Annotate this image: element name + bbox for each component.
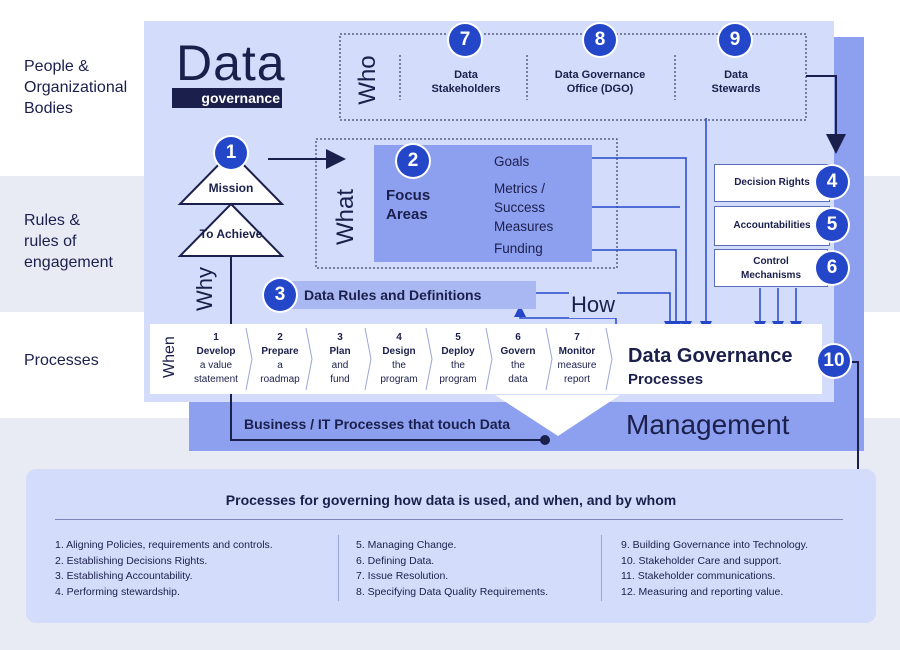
to-achieve-label: To Achieve xyxy=(199,227,263,241)
step-1-desc: a value statement xyxy=(194,360,238,385)
list-item: 11. Stakeholder communications. xyxy=(621,570,776,582)
decision-rights-box: Decision Rights xyxy=(714,164,830,202)
step-3-number: 3 xyxy=(337,332,343,343)
bottom-title: Processes for governing how data is used… xyxy=(225,492,677,508)
list-item: 4. Performing stewardship. xyxy=(55,585,180,598)
col-divider-2 xyxy=(601,535,602,601)
accountabilities-box: Accountabilities xyxy=(714,206,830,246)
list-item: 9. Building Governance into Technology. xyxy=(621,539,808,551)
step-2-desc: a roadmap xyxy=(260,360,300,385)
business-it-label: Business / IT Processes that touch Data xyxy=(244,416,511,432)
step-5-number: 5 xyxy=(455,332,461,343)
dg-processes-circle: 10 xyxy=(818,345,850,377)
step-1: 1 Develop a value statement xyxy=(188,331,244,387)
step-1-number: 1 xyxy=(213,332,219,343)
when-label: When xyxy=(161,336,178,378)
step-6: 6 Govern the data xyxy=(490,331,546,387)
list-item: 2. Establishing Decisions Rights. xyxy=(55,554,208,567)
step-4: 4 Design the program xyxy=(371,331,427,387)
step-chevrons xyxy=(245,327,613,391)
step-3: 3 Plan and fund xyxy=(312,331,368,387)
data-rules-bar xyxy=(268,281,536,309)
step-7: 7 Monitor measure report xyxy=(549,331,605,387)
data-rules-label: Data Rules and Definitions xyxy=(304,287,482,303)
control-mechanisms-box: Control Mechanisms xyxy=(714,249,828,287)
step-3-title: Plan xyxy=(329,346,351,357)
bottom-col-1: 1. Aligning Policies, requirements and c… xyxy=(55,538,273,600)
list-item: 10. Stakeholder Care and support. xyxy=(621,554,782,567)
accountabilities-circle: 5 xyxy=(816,209,848,241)
step-4-title: Design xyxy=(382,346,416,357)
management-inner xyxy=(189,402,834,451)
row-label-processes: Processes xyxy=(24,352,99,369)
who-dgo: Data Governance Office (DGO) xyxy=(554,69,646,95)
focus-funding: Funding xyxy=(494,241,543,256)
step-7-number: 7 xyxy=(574,332,580,343)
who-9-circle: 9 xyxy=(719,24,751,56)
who-label: Who xyxy=(354,55,381,105)
list-item: 8. Specifying Data Quality Requirements. xyxy=(356,585,549,598)
why-label: Why xyxy=(192,267,217,311)
step-7-desc: measure report xyxy=(557,360,597,385)
step-5: 5 Deploy the program xyxy=(430,331,486,387)
management-label: Management xyxy=(626,409,790,440)
data-rules-circle: 3 xyxy=(264,279,296,311)
list-item: 12. Measuring and reporting value. xyxy=(621,585,784,598)
process-strip xyxy=(150,324,822,394)
logo-word: Data xyxy=(176,35,286,91)
focus-metrics: Metrics / Success Measures xyxy=(494,181,554,234)
dg-processes-subtitle: Processes xyxy=(628,371,704,388)
who-7-circle: 7 xyxy=(449,24,481,56)
step-7-title: Monitor xyxy=(558,346,596,357)
dg-processes-title: Data Governance xyxy=(628,345,793,367)
step-4-desc: the program xyxy=(380,360,418,385)
step-2: 2 Prepare a roadmap xyxy=(252,331,308,387)
who-stewards: Data Stewards xyxy=(711,69,761,95)
focus-goals: Goals xyxy=(494,154,530,169)
step-2-number: 2 xyxy=(277,332,283,343)
list-item: 6. Defining Data. xyxy=(356,554,435,567)
list-item: 7. Issue Resolution. xyxy=(356,570,449,582)
decision-rights-circle: 4 xyxy=(816,166,848,198)
step-3-desc: and fund xyxy=(330,360,350,385)
step-4-number: 4 xyxy=(396,332,402,343)
bottom-col-2: 5. Managing Change. 6. Defining Data. 7.… xyxy=(356,538,548,600)
how-label: How xyxy=(569,292,618,318)
step-6-number: 6 xyxy=(515,332,521,343)
step-5-desc: the program xyxy=(439,360,477,385)
row-label-rules: Rules & rules of engagement xyxy=(24,212,113,271)
list-item: 1. Aligning Policies, requirements and c… xyxy=(55,539,273,551)
logo-badge: governance xyxy=(172,88,282,108)
list-item: 3. Establishing Accountability. xyxy=(55,570,193,582)
who-8-circle: 8 xyxy=(584,24,616,56)
bottom-col-3: 9. Building Governance into Technology. … xyxy=(621,538,808,600)
step-6-desc: the data xyxy=(508,360,528,385)
col-divider-1 xyxy=(338,535,339,601)
list-item: 5. Managing Change. xyxy=(356,539,457,551)
step-2-title: Prepare xyxy=(261,346,299,357)
control-mechanisms-circle: 6 xyxy=(816,252,848,284)
bottom-divider xyxy=(55,519,843,520)
bottom-box xyxy=(26,469,876,623)
step-6-title: Govern xyxy=(500,346,536,357)
step-5-title: Deploy xyxy=(441,346,475,357)
step-1-title: Develop xyxy=(196,346,236,357)
mission-label: Mission xyxy=(208,181,254,195)
row-label-people: People & Organizational Bodies xyxy=(24,58,128,117)
focus-title: Focus Areas xyxy=(386,187,431,223)
focus-circle: 2 xyxy=(397,145,429,177)
mission-circle: 1 xyxy=(215,137,247,169)
who-stakeholders: Data Stakeholders xyxy=(431,69,501,95)
what-label: What xyxy=(332,189,359,246)
